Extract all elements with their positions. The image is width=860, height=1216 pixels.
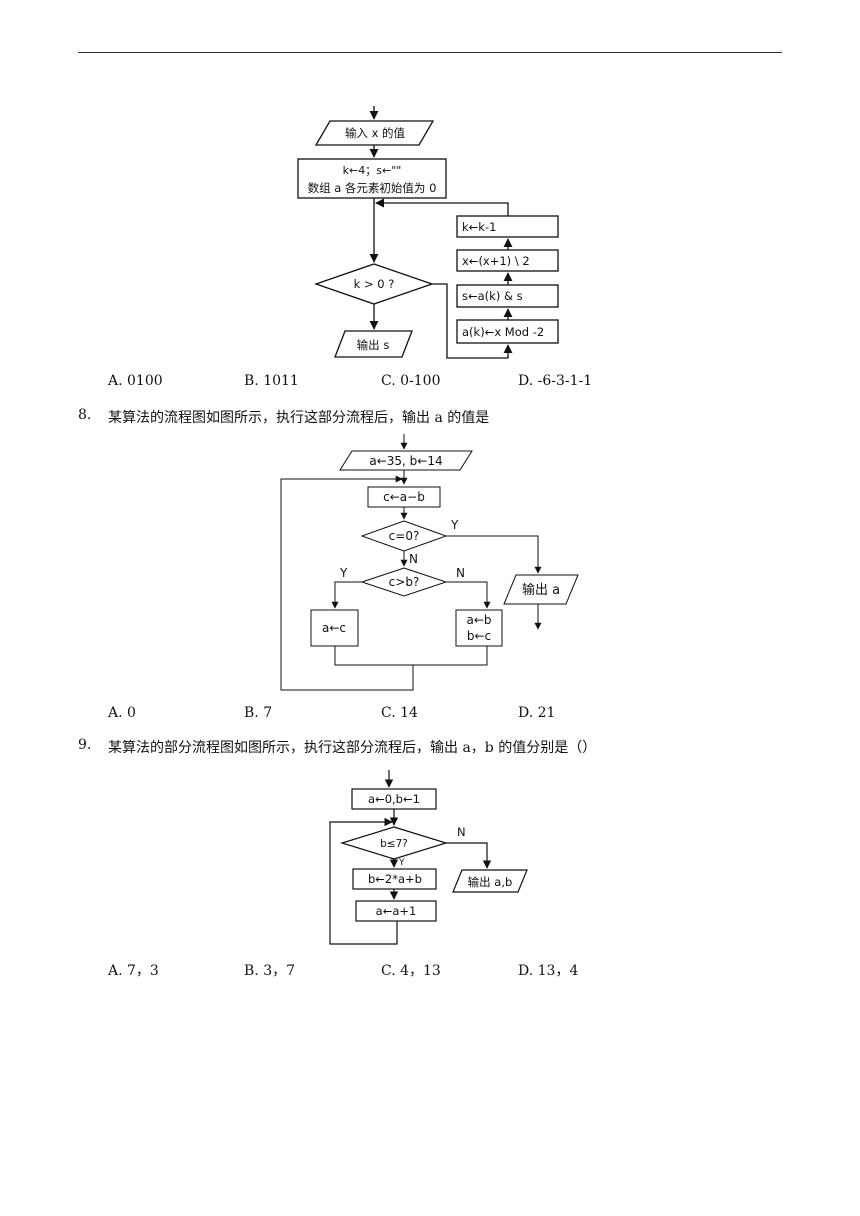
q9-option-a[interactable]: A. 7，3 (108, 963, 159, 979)
q7-init-text-2: 数组 a 各元素初始值为 0 (308, 181, 437, 195)
q7-step-x-text: x←(x+1) \ 2 (462, 254, 530, 268)
q7-condition-text: k > 0 ? (354, 277, 395, 291)
q9-flowchart (329, 770, 528, 945)
q8-option-b[interactable]: B. 7 (244, 705, 273, 721)
q7-input-box (314, 120, 435, 146)
q8-assign-ac-box (310, 609, 359, 647)
q7-option-b[interactable]: B. 1011 (244, 373, 299, 389)
q8-output-text: 输出 a (522, 582, 560, 598)
q8-cond2-diamond (360, 567, 448, 597)
q9-number: 9. (78, 737, 92, 753)
q9-init-text: a←0,b←1 (368, 792, 420, 806)
q8-cond2-text: c>b? (389, 575, 420, 589)
q8-assign-bc-text: b←c (467, 629, 491, 643)
q8-cond2-no: N (456, 566, 465, 580)
q9-output-text: 输出 a,b (468, 875, 513, 889)
q8-input-box (339, 450, 473, 471)
q8-number: 8. (78, 407, 92, 423)
q9-option-d[interactable]: D. 13，4 (518, 963, 579, 979)
q9-option-c[interactable]: C. 4，13 (381, 963, 441, 979)
q8-assign-ac-text: a←c (322, 621, 346, 635)
q8-cond1-text: c=0? (389, 529, 420, 543)
q7-output-box (334, 330, 413, 358)
q7-option-d[interactable]: D. -6-3-1-1 (518, 373, 593, 389)
q8-flowchart (280, 434, 579, 691)
q9-output-box (452, 869, 528, 893)
header-rule (78, 52, 782, 53)
q7-flowchart (297, 106, 559, 359)
q7-init-text-1: k←4；s←"" (343, 164, 402, 177)
q9-question-text: 某算法的部分流程图如图所示，执行这部分流程后，输出 a，b 的值分别是（） (108, 740, 597, 756)
q7-input-text: 输入 x 的值 (345, 126, 406, 140)
q9-step-b-text: b←2*a+b (368, 872, 422, 886)
q8-input-text: a←35, b←14 (369, 454, 442, 468)
q7-step-a-text: a(k)←x Mod -2 (462, 325, 544, 339)
q7-option-a[interactable]: A. 0100 (108, 373, 163, 389)
q8-cond1-no: N (409, 552, 418, 566)
q9-cond-text: b≤7? (380, 838, 408, 850)
q8-cond1-yes: Y (450, 518, 459, 532)
q8-assign-abc-box (455, 609, 503, 647)
q9-cond-no: N (457, 825, 466, 839)
q9-step-a-box (355, 900, 437, 922)
q7-step-s-text: s←a(k) & s (462, 289, 523, 303)
q8-option-c[interactable]: C. 14 (381, 705, 418, 721)
q8-assign-ab-text: a←b (466, 613, 491, 627)
q9-cond-yes: Y (398, 858, 405, 868)
q7-output-text: 输出 s (357, 338, 390, 352)
q8-option-a[interactable]: A. 0 (108, 705, 136, 721)
q9-option-b[interactable]: B. 3，7 (244, 963, 296, 979)
q8-step-c-text: c←a−b (383, 490, 425, 504)
q7-init-box (297, 158, 447, 199)
q8-question-text: 某算法的流程图如图所示，执行这部分流程后，输出 a 的值是 (108, 410, 490, 426)
q8-output-box (503, 574, 579, 605)
q7-option-c[interactable]: C. 0-100 (381, 373, 441, 389)
q7-step-k-text: k←k-1 (462, 220, 496, 234)
q9-step-a-text: a←a+1 (376, 904, 417, 918)
q8-option-d[interactable]: D. 21 (518, 705, 556, 721)
q8-cond2-yes: Y (339, 566, 348, 580)
